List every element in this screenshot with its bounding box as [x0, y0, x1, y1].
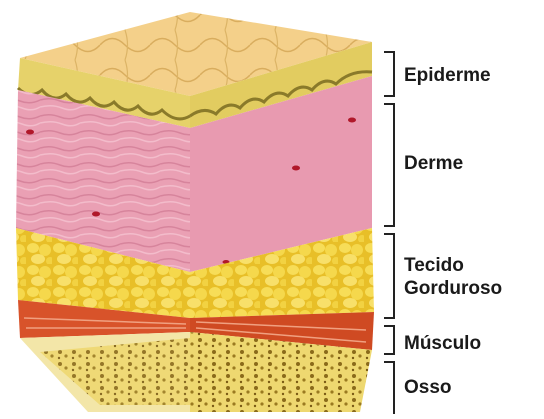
- bracket-tecido: [384, 234, 394, 318]
- bracket-derme: [384, 104, 394, 226]
- bracket-osso: [384, 362, 394, 414]
- label-epiderme: Epiderme: [404, 64, 491, 87]
- layer-brackets: [384, 52, 394, 414]
- label-osso: Osso: [404, 376, 452, 399]
- label-derme: Derme: [404, 152, 463, 175]
- bracket-musculo: [384, 326, 394, 354]
- bracket-epiderme: [384, 52, 394, 96]
- label-tecido-gorduroso: Tecido Gorduroso: [404, 254, 544, 300]
- label-musculo: Músculo: [404, 332, 481, 355]
- label-tecido-text: Tecido Gorduroso: [404, 255, 502, 299]
